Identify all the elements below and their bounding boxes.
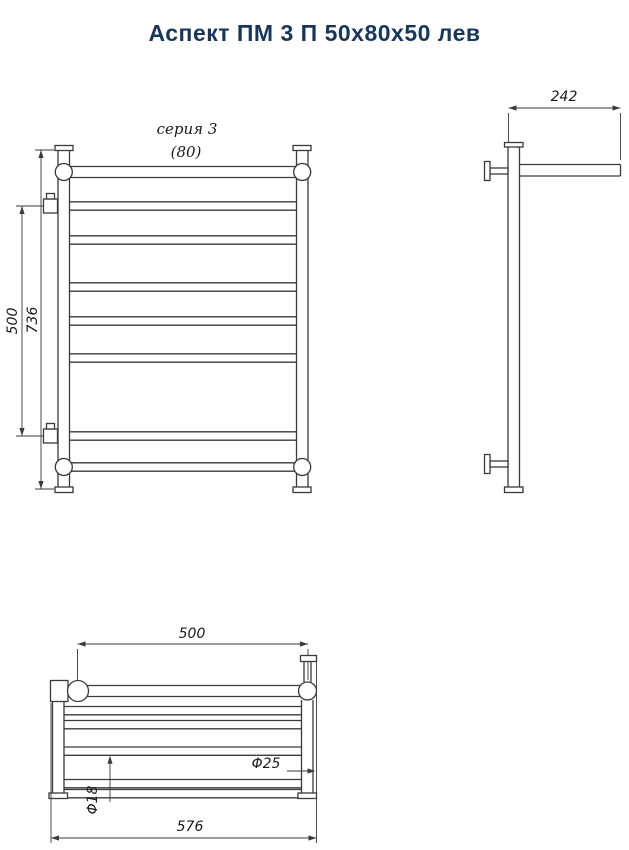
dim-depth: 242 [508,89,621,160]
plan-view: 500 [48,626,318,843]
series-note: серия 3 [157,120,218,138]
corner-joint-circles [54,162,312,477]
front-view: 500 736 серия 3 (80) [5,120,312,494]
plan-wall-stud [299,654,318,682]
dim-overall-height: 736 [25,149,54,490]
dim-label-736: 736 [25,307,41,334]
page-title: Аспект ПМ 3 П 50x80х50 лев [148,20,481,46]
valve-fittings [42,192,59,444]
side-shelf [519,163,622,177]
dim-rung-diameter: Φ18 [85,755,113,814]
dim-label-d25: Φ25 [252,756,281,772]
dim-label-242: 242 [551,89,578,105]
side-post [503,141,524,494]
wall-brackets [483,160,509,475]
dim-label-500-front: 500 [5,308,21,335]
dim-label-d18: Φ18 [85,785,101,814]
dim-overall-width: 576 [50,661,317,843]
plan-side-posts [48,700,318,800]
dim-axle-width: 500 [77,626,309,680]
width-note: (80) [171,143,202,161]
dim-connection-spacing: 500 [5,205,43,437]
rungs [69,165,297,472]
plan-rung-rows [64,705,302,799]
dim-collar-diameter: Φ25 [252,756,316,774]
side-view: 242 [483,89,622,494]
dim-label-576: 576 [177,819,204,835]
plan-front-tube [49,679,318,703]
dim-label-500-plan: 500 [179,626,206,642]
